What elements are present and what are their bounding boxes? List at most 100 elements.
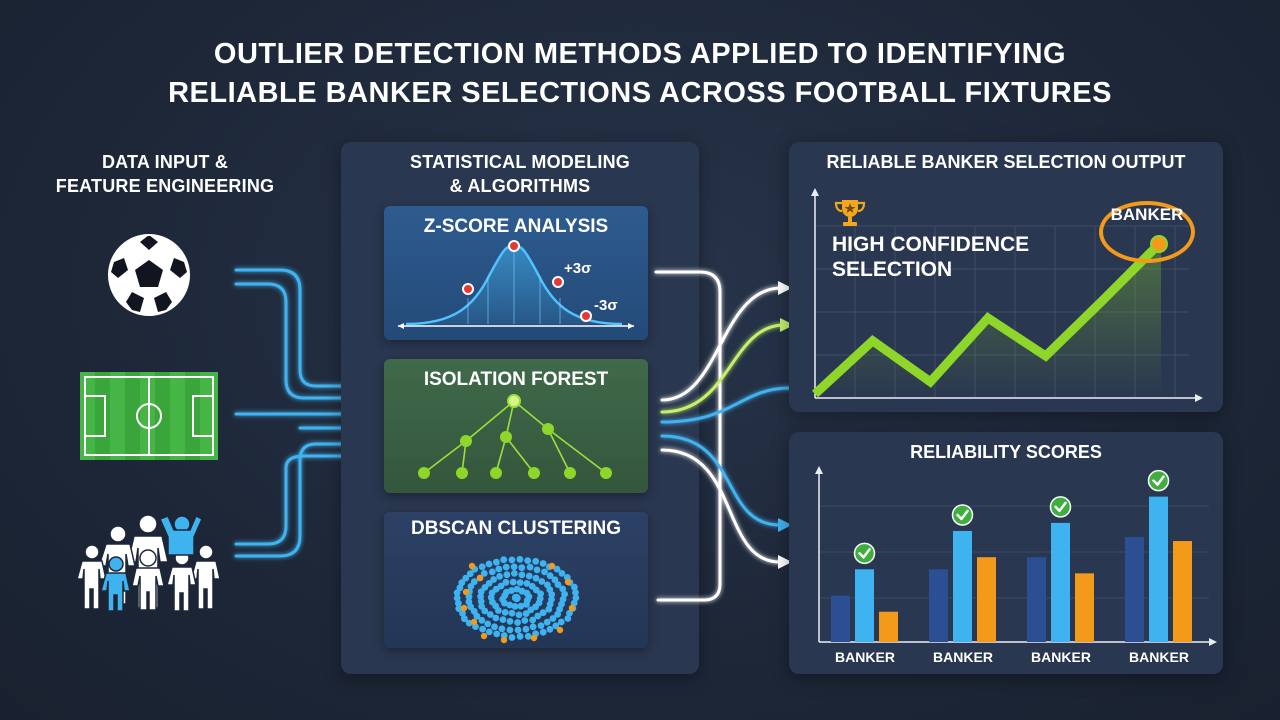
cluster-point: [478, 603, 485, 610]
outlier-point: [580, 310, 592, 322]
confidence-line: [811, 238, 1165, 398]
cluster-point: [516, 555, 524, 563]
cluster-point: [478, 616, 486, 624]
cluster-point: [506, 618, 514, 625]
output-title: RELIABLE BANKER SELECTION OUTPUT: [826, 152, 1186, 172]
cluster-point: [527, 606, 535, 614]
cluster-point: [572, 589, 579, 596]
players-icon: [76, 512, 226, 617]
cluster-point: [525, 593, 533, 601]
cluster-point: [511, 570, 518, 577]
tree-node: [490, 467, 502, 479]
cluster-point: [497, 582, 505, 590]
cluster-point: [478, 563, 486, 571]
bell-curve-chart: [398, 240, 634, 329]
cluster-point: [533, 566, 541, 574]
cluster-point: [532, 557, 540, 565]
cluster-point: [552, 622, 560, 630]
cluster-point: [571, 583, 578, 591]
cluster-point: [570, 599, 578, 607]
cluster-point: [503, 571, 511, 579]
cluster-point: [558, 570, 566, 577]
check-mark: [956, 509, 969, 521]
isolation-forest-title: ISOLATION FOREST: [423, 369, 609, 390]
cluster-point: [485, 560, 493, 568]
cluster-point: [566, 609, 573, 617]
cluster-point: [541, 568, 548, 576]
cluster-point: [502, 578, 510, 586]
score-bar: [831, 595, 850, 642]
cluster-point: [496, 573, 503, 580]
cluster-point: [455, 599, 462, 607]
cluster-point: [572, 594, 580, 602]
cluster-point: [546, 625, 554, 633]
modeling-label-line2: & ALGORITHMS: [449, 176, 591, 196]
score-bar: [1125, 537, 1144, 642]
bar-group-label: BANKER: [835, 649, 895, 665]
noise-point: [568, 604, 576, 612]
cluster-point: [509, 578, 517, 586]
cluster-point: [492, 614, 500, 622]
input-column-label: DATA INPUT & FEATURE ENGINEERING: [40, 150, 290, 198]
page-title-line1: OUTLIER DETECTION METHODS APPLIED TO IDE…: [213, 38, 1067, 70]
cluster-point: [521, 617, 529, 624]
noise-point: [476, 574, 484, 582]
modeling-label-line1: STATISTICAL MODELING: [410, 152, 630, 172]
y-axis-arrow: [815, 466, 823, 474]
cluster-point: [456, 584, 464, 592]
tree-node: [460, 435, 472, 447]
cluster-point: [545, 605, 553, 613]
cluster-point: [508, 556, 516, 564]
cluster-point: [508, 634, 516, 641]
cluster-point: [480, 570, 488, 577]
cluster-point: [503, 588, 510, 596]
noise-point: [556, 626, 564, 634]
score-bar: [1149, 496, 1168, 642]
cluster-point: [458, 579, 466, 587]
cluster-point: [516, 579, 524, 586]
banker-output-panel: RELIABLE BANKER SELECTION OUTPUT HIGH CO…: [789, 142, 1223, 412]
x-axis-arrow: [1195, 394, 1203, 402]
check-mark: [1152, 475, 1165, 486]
high-confidence-label: HIGH CONFIDENCE SELECTION: [832, 232, 1029, 282]
cluster-point: [493, 558, 500, 566]
outlier-point: [508, 240, 520, 252]
cluster-point: [539, 609, 547, 617]
cluster-point: [510, 563, 518, 571]
cluster-point: [498, 625, 506, 633]
noise-point: [530, 634, 538, 642]
cluster-point: [517, 602, 525, 610]
cluster-point: [500, 556, 508, 564]
x-axis-arrow: [1209, 638, 1217, 646]
banker-highlight-ring: [1099, 201, 1195, 263]
cluster-point: [484, 620, 492, 628]
cluster-point: [465, 593, 473, 601]
cluster-point: [470, 578, 478, 586]
check-icon: [853, 542, 876, 565]
pitch-icon: [80, 372, 218, 465]
tree-node: [600, 467, 612, 479]
cluster-point: [539, 628, 547, 636]
cluster-point: [501, 609, 509, 616]
cluster-point: [535, 599, 543, 607]
tree-node: [564, 467, 576, 479]
cluster-point: [466, 570, 474, 578]
cluster-point: [518, 564, 526, 572]
cluster-point: [556, 605, 563, 613]
page-title-line2: RELIABLE BANKER SELECTIONS ACROSS FOOTBA…: [168, 77, 1112, 109]
noise-point: [480, 632, 488, 640]
check-mark: [858, 548, 871, 559]
cluster-point: [554, 610, 561, 618]
score-bar: [879, 611, 898, 642]
noise-point: [462, 588, 470, 596]
cluster-point: [529, 623, 537, 631]
cluster-point: [465, 598, 473, 606]
cluster-point: [522, 625, 530, 633]
isolation-forest-card: ISOLATION FOREST: [384, 359, 648, 493]
bar-group-label: BANKER: [933, 649, 993, 665]
noise-point: [468, 562, 476, 570]
score-bar: [953, 530, 972, 642]
check-icon: [1147, 469, 1170, 492]
tree-node: [418, 467, 430, 479]
score-bar: [1051, 522, 1070, 642]
